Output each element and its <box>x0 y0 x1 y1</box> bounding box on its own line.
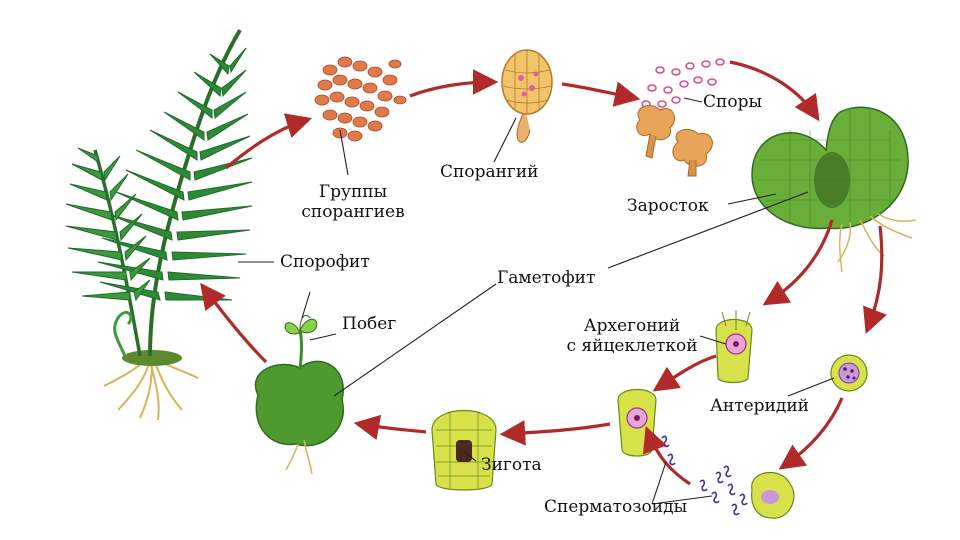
label-prothallus: Заросток <box>627 196 709 216</box>
label-zygote: Зигота <box>481 455 542 475</box>
antheridium-illustration <box>830 354 868 392</box>
zygote-illustration <box>431 410 497 491</box>
released-antheridium-illustration <box>751 471 795 519</box>
label-spermatozoids: Сперматозоиды <box>544 497 688 517</box>
sporangium-illustration <box>501 49 553 143</box>
spores-illustration <box>641 58 725 108</box>
label-archegonium: Архегоний с яйцеклеткой <box>566 316 698 356</box>
sporophyte-fern-illustration <box>65 28 253 421</box>
sporangium-groups-illustration <box>314 56 407 142</box>
label-spores: Споры <box>703 92 762 112</box>
label-shoot: Побег <box>342 314 397 334</box>
leader-lines <box>238 97 835 505</box>
archegonium-egg-illustration <box>715 310 753 384</box>
life-cycle-arrows <box>200 60 887 486</box>
spermatozoids-illustration <box>661 435 748 516</box>
prothallus-illustration <box>751 106 917 273</box>
label-sporophyte: Спорофит <box>280 252 370 272</box>
label-sporangium-groups: Группы спорангиев <box>301 182 405 222</box>
opened-sporangia-illustration <box>636 105 713 177</box>
label-sporangium: Спорангий <box>440 162 539 182</box>
label-gametophyte: Гаметофит <box>497 268 596 288</box>
young-shoot-illustration <box>254 314 345 475</box>
archegonium-fertilization-illustration <box>617 389 657 457</box>
label-antheridium: Антеридий <box>710 396 810 416</box>
